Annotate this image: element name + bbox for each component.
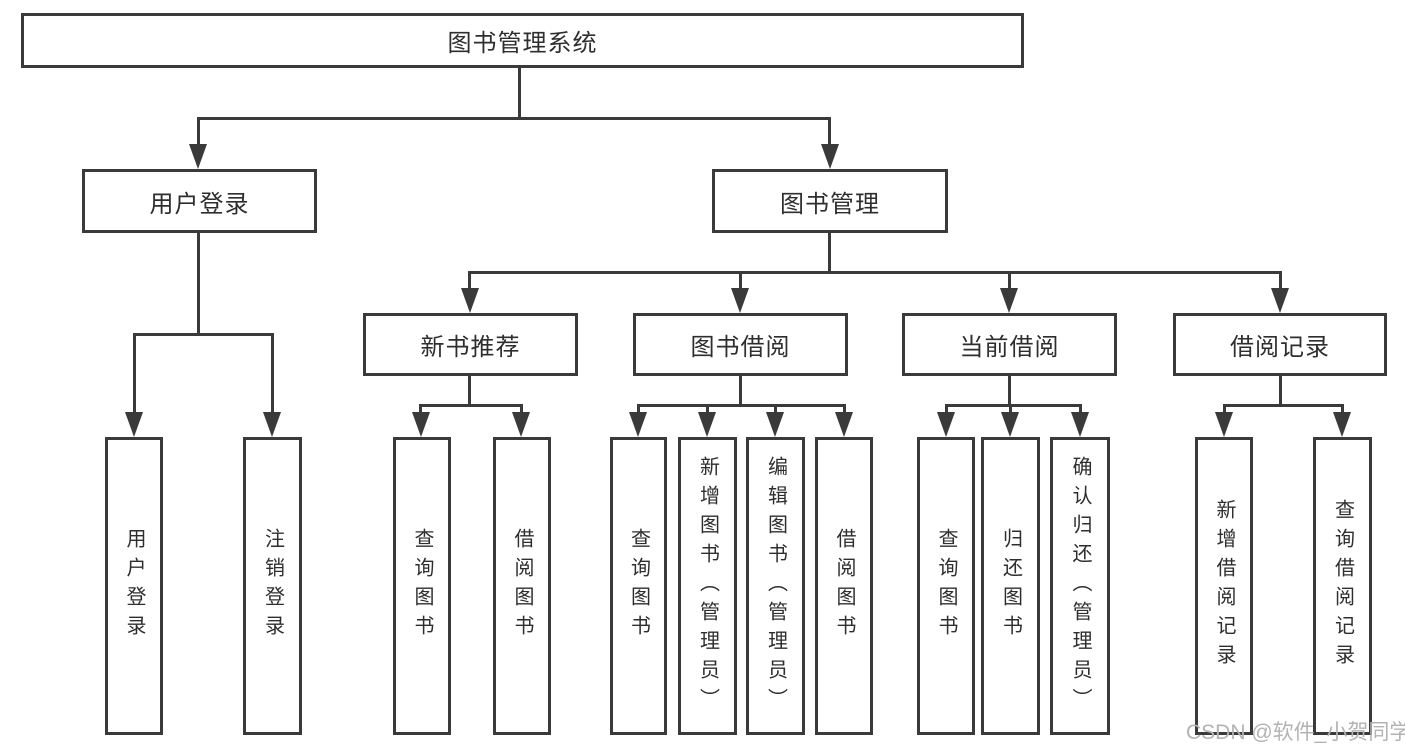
connector-recommend-borrow-leg <box>520 404 523 416</box>
connector-management-stem <box>828 230 831 274</box>
node-new-book-recommend-label: 新书推荐 <box>420 334 521 361</box>
arrowhead-record-add <box>1215 412 1233 437</box>
connector-current-query-leg <box>945 404 948 416</box>
arrowhead-new-book-recommend <box>461 288 479 313</box>
arrowhead-recommend-query <box>412 412 430 437</box>
node-user-login-label: 用户登录 <box>149 190 250 218</box>
arrowhead-current-return <box>1001 412 1019 437</box>
arrowhead-borrow-record <box>1271 288 1289 313</box>
leaf-current-query-book: 查询图书 <box>917 437 975 735</box>
arrowhead-book-borrow <box>731 288 749 313</box>
arrowhead-recommend-borrow <box>512 412 530 437</box>
node-user-login: 用户登录 <box>82 169 317 233</box>
connector-leaf-user-login-leg <box>133 333 136 415</box>
leaf-borrow-borrow-book-label: 借阅图书 <box>833 528 855 644</box>
arrowhead-leaf-logout <box>263 412 281 437</box>
leaf-recommend-borrow-book: 借阅图书 <box>493 437 551 735</box>
leaf-borrow-borrow-book: 借阅图书 <box>815 437 873 735</box>
leaf-logout-label: 注销登录 <box>261 528 284 644</box>
leaf-user-login: 用户登录 <box>105 437 163 735</box>
connector-borrow-borrow-leg <box>843 404 846 416</box>
leaf-current-confirm-return-label: 确认归还（管理员） <box>1069 455 1091 717</box>
arrowhead-current-confirm <box>1071 412 1089 437</box>
connector-current-confirm-leg <box>1079 404 1082 416</box>
connector-current-borrow-leg <box>1008 271 1011 293</box>
leaf-current-confirm-return: 确认归还（管理员） <box>1050 437 1110 735</box>
leaf-borrow-query-book: 查询图书 <box>610 437 667 735</box>
leaf-record-add: 新增借阅记录 <box>1195 437 1253 735</box>
leaf-borrow-query-book-label: 查询图书 <box>627 528 650 644</box>
arrowhead-borrow-query <box>629 412 647 437</box>
connector-recommend-bracket <box>419 404 523 407</box>
arrowhead-borrow-borrow <box>835 412 853 437</box>
connector-user-bracket <box>133 333 274 336</box>
connector-borrow-bracket <box>637 404 846 407</box>
leaf-record-query: 查询借阅记录 <box>1313 437 1372 735</box>
node-new-book-recommend: 新书推荐 <box>363 313 578 376</box>
arrowhead-borrow-add <box>698 412 716 437</box>
leaf-current-return-book: 归还图书 <box>981 437 1040 735</box>
connector-recommend-stem <box>468 375 471 406</box>
connector-user-login-leg <box>197 117 200 147</box>
node-root-label: 图书管理系统 <box>447 30 598 57</box>
node-borrow-record: 借阅记录 <box>1173 313 1387 376</box>
leaf-borrow-edit-book-label: 编辑图书（管理员） <box>764 455 787 717</box>
node-root: 图书管理系统 <box>21 13 1024 68</box>
arrowhead-current-query <box>937 412 955 437</box>
connector-record-bracket <box>1223 404 1344 407</box>
node-book-borrow: 图书借阅 <box>633 313 848 376</box>
connector-level2-bracket <box>197 117 831 120</box>
connector-borrow-edit-leg <box>774 404 777 416</box>
node-borrow-record-label: 借阅记录 <box>1230 334 1330 361</box>
arrowhead-borrow-edit <box>766 412 784 437</box>
leaf-recommend-borrow-book-label: 借阅图书 <box>511 528 533 644</box>
arrowhead-leaf-user-login <box>125 412 143 437</box>
connector-level3-bracket <box>468 271 1282 274</box>
leaf-borrow-edit-book: 编辑图书（管理员） <box>746 437 805 735</box>
connector-recommend-query-leg <box>419 404 422 416</box>
connector-borrow-query-leg <box>637 404 640 416</box>
leaf-user-login-label: 用户登录 <box>123 528 145 644</box>
arrowhead-book-management <box>821 144 839 169</box>
node-current-borrow-label: 当前借阅 <box>959 334 1060 361</box>
connector-current-stem <box>1008 375 1011 406</box>
leaf-current-return-book-label: 归还图书 <box>999 528 1022 644</box>
connector-record-query-leg <box>1341 404 1344 416</box>
connector-root-stem <box>518 68 521 118</box>
leaf-record-query-label: 查询借阅记录 <box>1331 499 1354 673</box>
connector-borrow-stem <box>739 375 742 406</box>
connector-new-book-leg <box>468 271 471 293</box>
leaf-borrow-add-book-label: 新增图书（管理员） <box>696 455 719 717</box>
arrowhead-user-login <box>189 144 207 169</box>
connector-book-management-leg <box>828 117 831 147</box>
connector-record-add-leg <box>1223 404 1226 416</box>
connector-leaf-logout-leg <box>271 333 274 415</box>
leaf-logout: 注销登录 <box>243 437 302 735</box>
node-book-management: 图书管理 <box>712 169 948 233</box>
leaf-borrow-add-book: 新增图书（管理员） <box>678 437 737 735</box>
node-current-borrow: 当前借阅 <box>902 313 1117 376</box>
connector-record-stem <box>1279 375 1282 406</box>
leaf-current-query-book-label: 查询图书 <box>935 528 957 644</box>
node-book-management-label: 图书管理 <box>780 190 880 218</box>
connector-user-stem <box>197 231 200 335</box>
connector-current-bracket <box>945 404 1082 407</box>
csdn-watermark: CSDN @软件_小贺同学 <box>1186 721 1405 744</box>
connector-borrow-record-leg <box>1279 271 1282 293</box>
arrowhead-record-query <box>1333 412 1351 437</box>
connector-borrow-add-leg <box>706 404 709 416</box>
connector-book-borrow-leg <box>739 271 742 293</box>
leaf-record-add-label: 新增借阅记录 <box>1213 499 1235 673</box>
node-book-borrow-label: 图书借阅 <box>690 334 791 361</box>
arrowhead-current-borrow <box>1000 288 1018 313</box>
leaf-recommend-query-book: 查询图书 <box>393 437 451 735</box>
leaf-recommend-query-book-label: 查询图书 <box>411 528 433 644</box>
connector-current-return-leg <box>1009 404 1012 416</box>
